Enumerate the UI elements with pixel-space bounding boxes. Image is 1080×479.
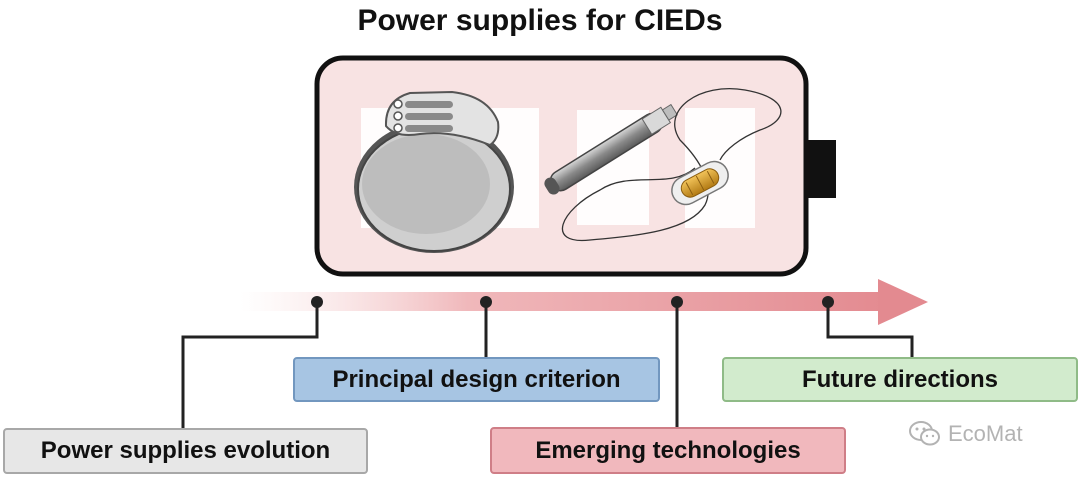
capsule-device-icon bbox=[561, 88, 782, 242]
connector-lines bbox=[181, 302, 914, 430]
timeline-dots bbox=[311, 296, 834, 308]
battery-terminal bbox=[806, 140, 836, 198]
timeline-dot-future bbox=[822, 296, 834, 308]
wechat-icon bbox=[909, 421, 940, 446]
timeline-dot-emerging bbox=[671, 296, 683, 308]
timeline-dot-criterion bbox=[480, 296, 492, 308]
timeline-dot-evolution bbox=[311, 296, 323, 308]
watermark-text: EcoMat bbox=[948, 421, 1023, 446]
label-emerging-technologies: Emerging technologies bbox=[490, 427, 846, 474]
timeline-arrow bbox=[240, 279, 928, 325]
label-principal-design-criterion: Principal design criterion bbox=[293, 357, 660, 402]
pacemaker-icon bbox=[354, 90, 514, 253]
watermark: EcoMat bbox=[908, 420, 1023, 448]
label-power-supplies-evolution: Power supplies evolution bbox=[3, 428, 368, 474]
label-future-directions: Future directions bbox=[722, 357, 1078, 402]
diagram-title: Power supplies for CIEDs bbox=[357, 4, 723, 37]
leadless-pacemaker-icon bbox=[544, 103, 678, 195]
